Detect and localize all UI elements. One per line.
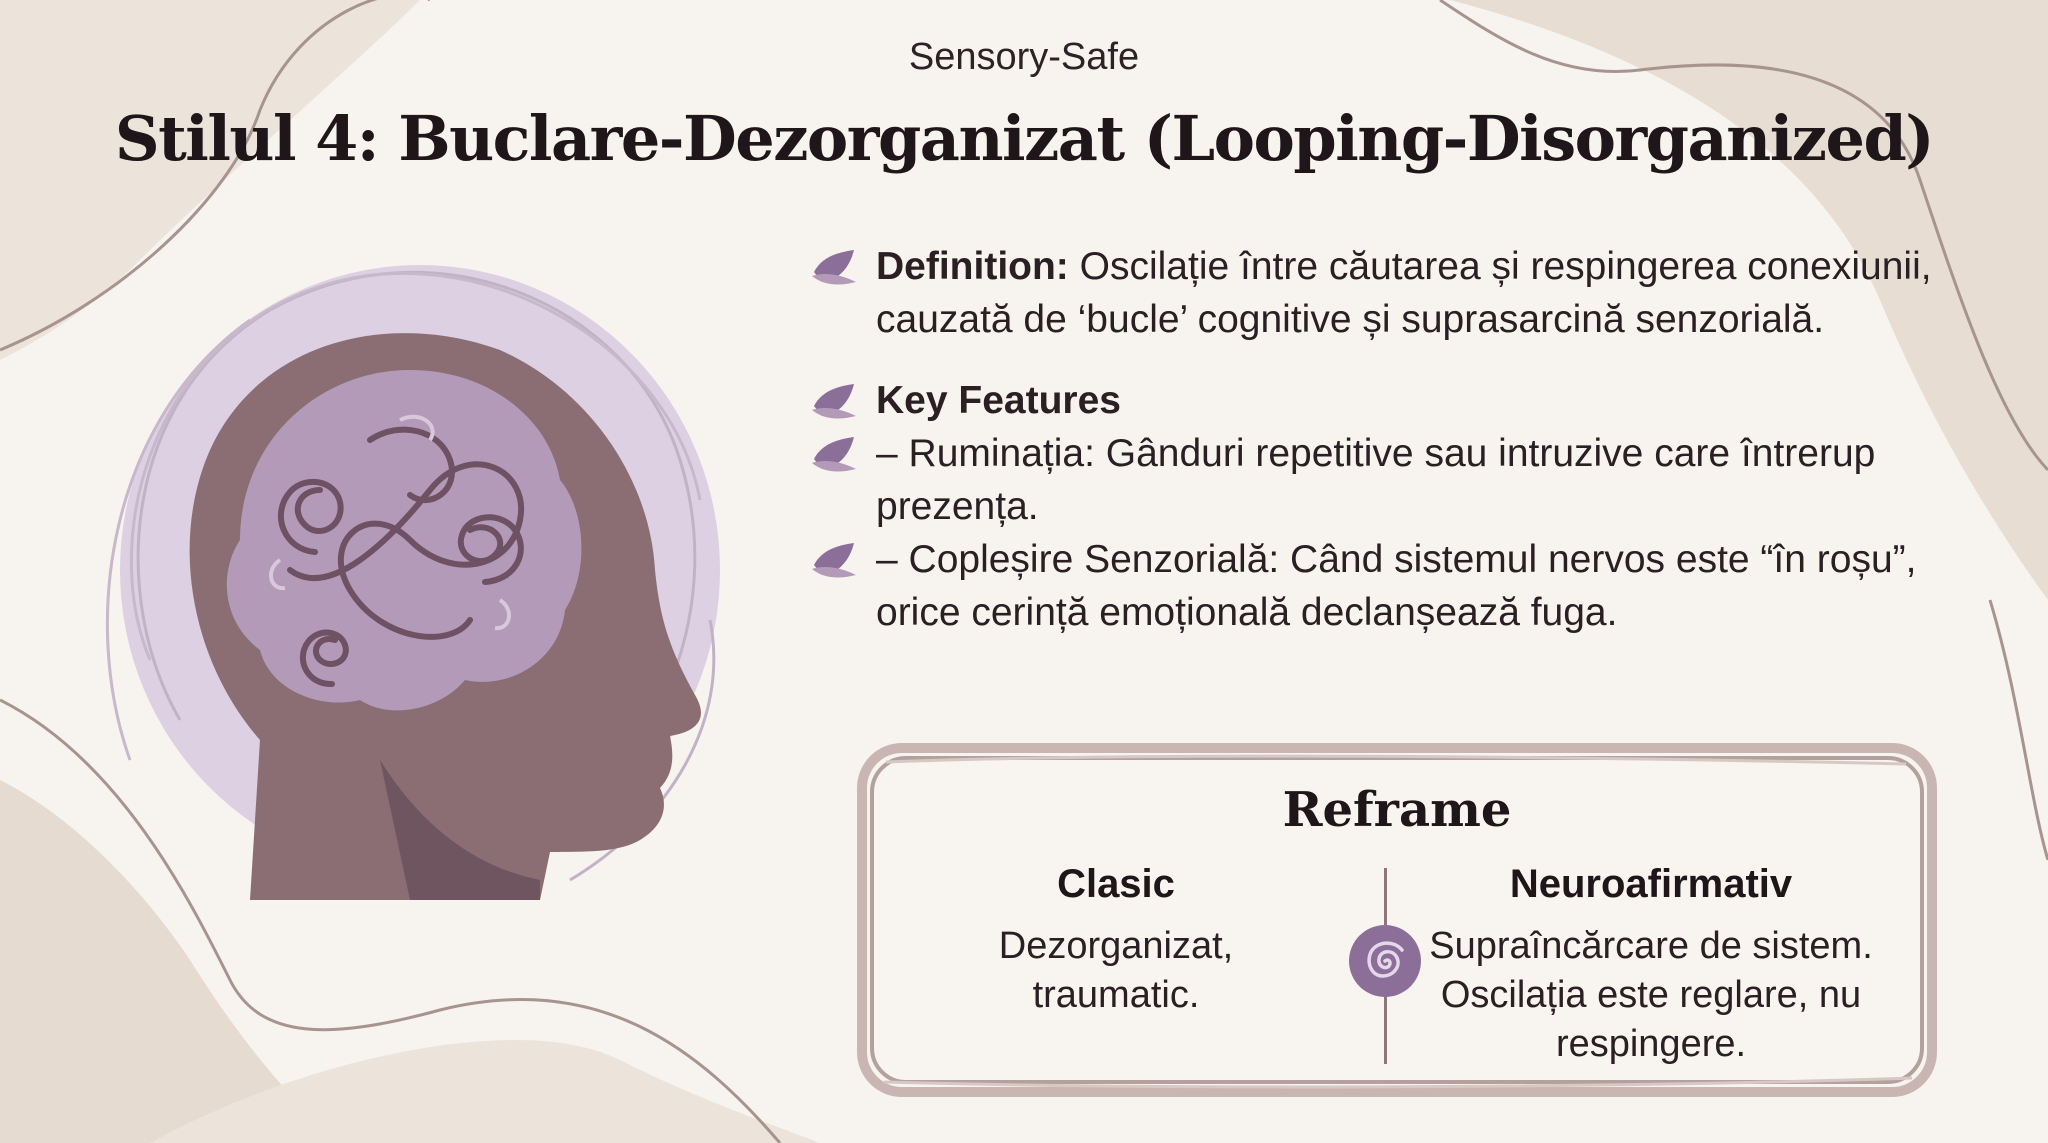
- neuro-text: Supraîncărcare de sistem. Oscilația este…: [1429, 925, 1873, 1065]
- definition-label: Definition:: [876, 245, 1069, 288]
- feature-item: – Ruminația: Gânduri repetitive sau intr…: [810, 427, 1960, 533]
- definition-text: Oscilație între căutarea și respingerea …: [876, 245, 1932, 341]
- neuro-heading: Neuroafirmativ: [1509, 862, 1793, 906]
- head-brain-illustration: [105, 265, 720, 901]
- reframe-box: Reframe Clasic Dezorganizat, traumatic. …: [856, 742, 1938, 1098]
- classic-heading: Clasic: [1057, 862, 1175, 906]
- leaf-bullet-icon: [812, 384, 856, 419]
- slide-title: Stilul 4: Buclare-Dezorganizat (Looping-…: [114, 102, 1935, 175]
- definition-bullet: Definition: Oscilație între căutarea și …: [810, 240, 1960, 346]
- content-column: Definition: Oscilație între căutarea și …: [810, 240, 1960, 639]
- leaf-bullet-icon: [812, 543, 856, 578]
- key-features-heading: Key Features: [810, 374, 1960, 427]
- leaf-bullet-icon: [812, 437, 856, 472]
- feature-item-text: – Copleșire Senzorială: Când sistemul ne…: [876, 538, 1917, 634]
- key-features-label: Key Features: [876, 379, 1121, 422]
- leaf-bullet-icon: [812, 250, 856, 285]
- spiral-icon: [1349, 925, 1421, 997]
- feature-item-text: – Ruminația: Gânduri repetitive sau intr…: [876, 432, 1876, 528]
- reframe-frame: [857, 743, 1937, 1097]
- reframe-title: Reframe: [1282, 782, 1512, 838]
- classic-text: Dezorganizat, traumatic.: [998, 925, 1234, 1016]
- eyebrow-label: Sensory-Safe: [908, 36, 1140, 78]
- feature-item: – Copleșire Senzorială: Când sistemul ne…: [810, 533, 1960, 639]
